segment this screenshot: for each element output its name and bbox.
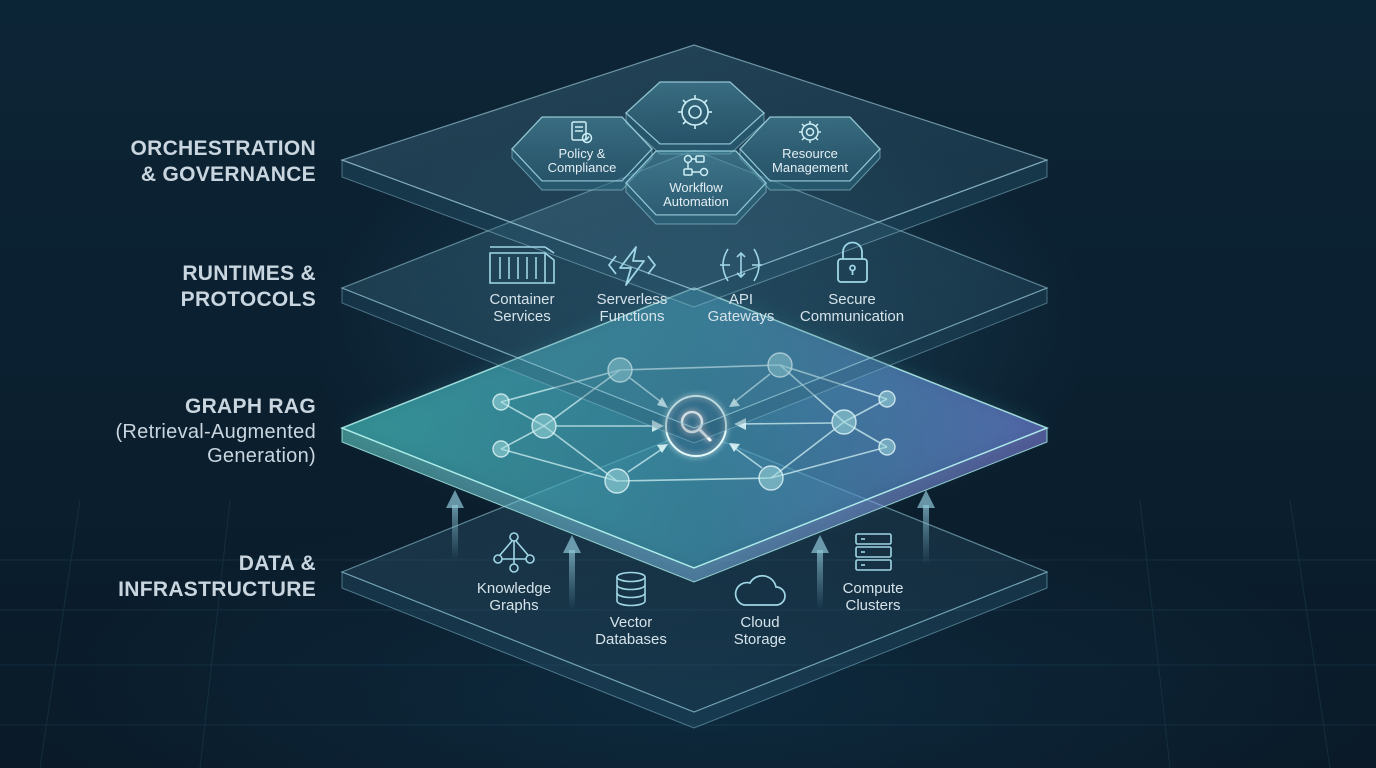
serverless-functions-label: Serverless Functions: [557, 291, 707, 325]
graph-node: [604, 468, 630, 494]
orchestration-hexagons: [511, 81, 881, 225]
orchestration-title-line: & GOVERNANCE: [140, 163, 316, 186]
label-line: Management: [772, 160, 848, 175]
runtimes-title-line: PROTOCOLS: [180, 288, 316, 311]
vector-databases-label: Vector Databases: [556, 614, 706, 648]
label-line: Cloud: [740, 614, 780, 631]
label-line: Knowledge: [476, 580, 552, 597]
label-line: Container: [489, 291, 555, 308]
up-arrow: [917, 490, 935, 565]
lightning-icon: [608, 246, 656, 286]
secure-communication-label: Secure Communication: [777, 291, 927, 325]
label-line: Workflow: [669, 180, 723, 195]
hex-policy-compliance: [511, 116, 653, 191]
orchestration-title-line: ORCHESTRATION: [130, 137, 316, 160]
data-title-line: DATA &: [238, 552, 316, 575]
label-line: API: [728, 291, 754, 308]
upward-arrows: [446, 490, 935, 610]
document-check-icon: [571, 121, 593, 144]
label-line: Gateways: [707, 308, 775, 325]
label-line: Storage: [733, 631, 787, 648]
cloud-storage-label: Cloud Storage: [685, 614, 835, 648]
up-arrow: [811, 535, 829, 610]
label-line: Clusters: [845, 597, 901, 614]
graph-node: [758, 465, 784, 491]
label-line: Compliance: [547, 160, 617, 175]
label-line: Services: [493, 308, 551, 325]
database-icon: [616, 571, 646, 607]
server-rack-icon: [855, 533, 892, 571]
graph-node: [878, 390, 896, 408]
graph-network-icon: [493, 532, 535, 573]
graph-node: [831, 409, 857, 435]
label-line: Graphs: [489, 597, 539, 614]
graph-node: [531, 413, 557, 439]
graph-rag-title: GRAPH RAG: [184, 395, 316, 418]
runtimes-layer-title: RUNTIMES & PROTOCOLS: [181, 261, 316, 313]
policy-compliance-label: Policy & Compliance: [507, 147, 657, 175]
gear-refresh-icon: [678, 95, 712, 129]
hex-workflow-automation: [625, 150, 767, 225]
label-line: Automation: [663, 194, 729, 209]
up-arrow: [446, 490, 464, 560]
label-line: Resource: [782, 146, 838, 161]
graph-node: [492, 393, 510, 411]
hex-resource-management: [739, 116, 881, 191]
label-line: Databases: [595, 631, 667, 648]
runtimes-title-line: RUNTIMES &: [182, 262, 316, 285]
workflow-icon: [683, 154, 709, 177]
data-title-line: INFRASTRUCTURE: [118, 578, 316, 601]
label-line: Functions: [599, 308, 665, 325]
graph-rag-subtitle-line: (Retrieval-Augmented: [115, 421, 316, 443]
data-layer-title: DATA & INFRASTRUCTURE: [118, 551, 316, 603]
api-gateways-label: API Gateways: [666, 291, 816, 325]
label-line: Vector: [609, 614, 653, 631]
container-services-label: Container Services: [447, 291, 597, 325]
knowledge-graphs-label: Knowledge Graphs: [439, 580, 589, 614]
workflow-automation-label: Workflow Automation: [621, 181, 771, 209]
gear-icon: [799, 121, 821, 143]
cloud-icon: [734, 574, 786, 606]
label-line: Policy &: [558, 146, 606, 161]
api-gateway-icon: [720, 248, 762, 282]
padlock-icon: [837, 241, 868, 283]
graph-rag-subtitle-line: Generation): [207, 445, 316, 467]
label-line: Communication: [799, 308, 905, 325]
graph-rag-layer-title: GRAPH RAG (Retrieval-Augmented Generatio…: [115, 394, 316, 468]
resource-management-label: Resource Management: [735, 147, 885, 175]
label-line: Serverless: [596, 291, 668, 308]
up-arrow: [563, 535, 581, 610]
label-line: Compute: [842, 580, 904, 597]
compute-clusters-label: Compute Clusters: [798, 580, 948, 614]
graph-node: [878, 438, 896, 456]
orchestration-layer-title: ORCHESTRATION & GOVERNANCE: [130, 136, 316, 188]
shipping-container-icon: [489, 246, 555, 284]
hex-central-gear: [625, 81, 765, 155]
graph-node: [492, 440, 510, 458]
label-line: Secure: [828, 291, 876, 308]
